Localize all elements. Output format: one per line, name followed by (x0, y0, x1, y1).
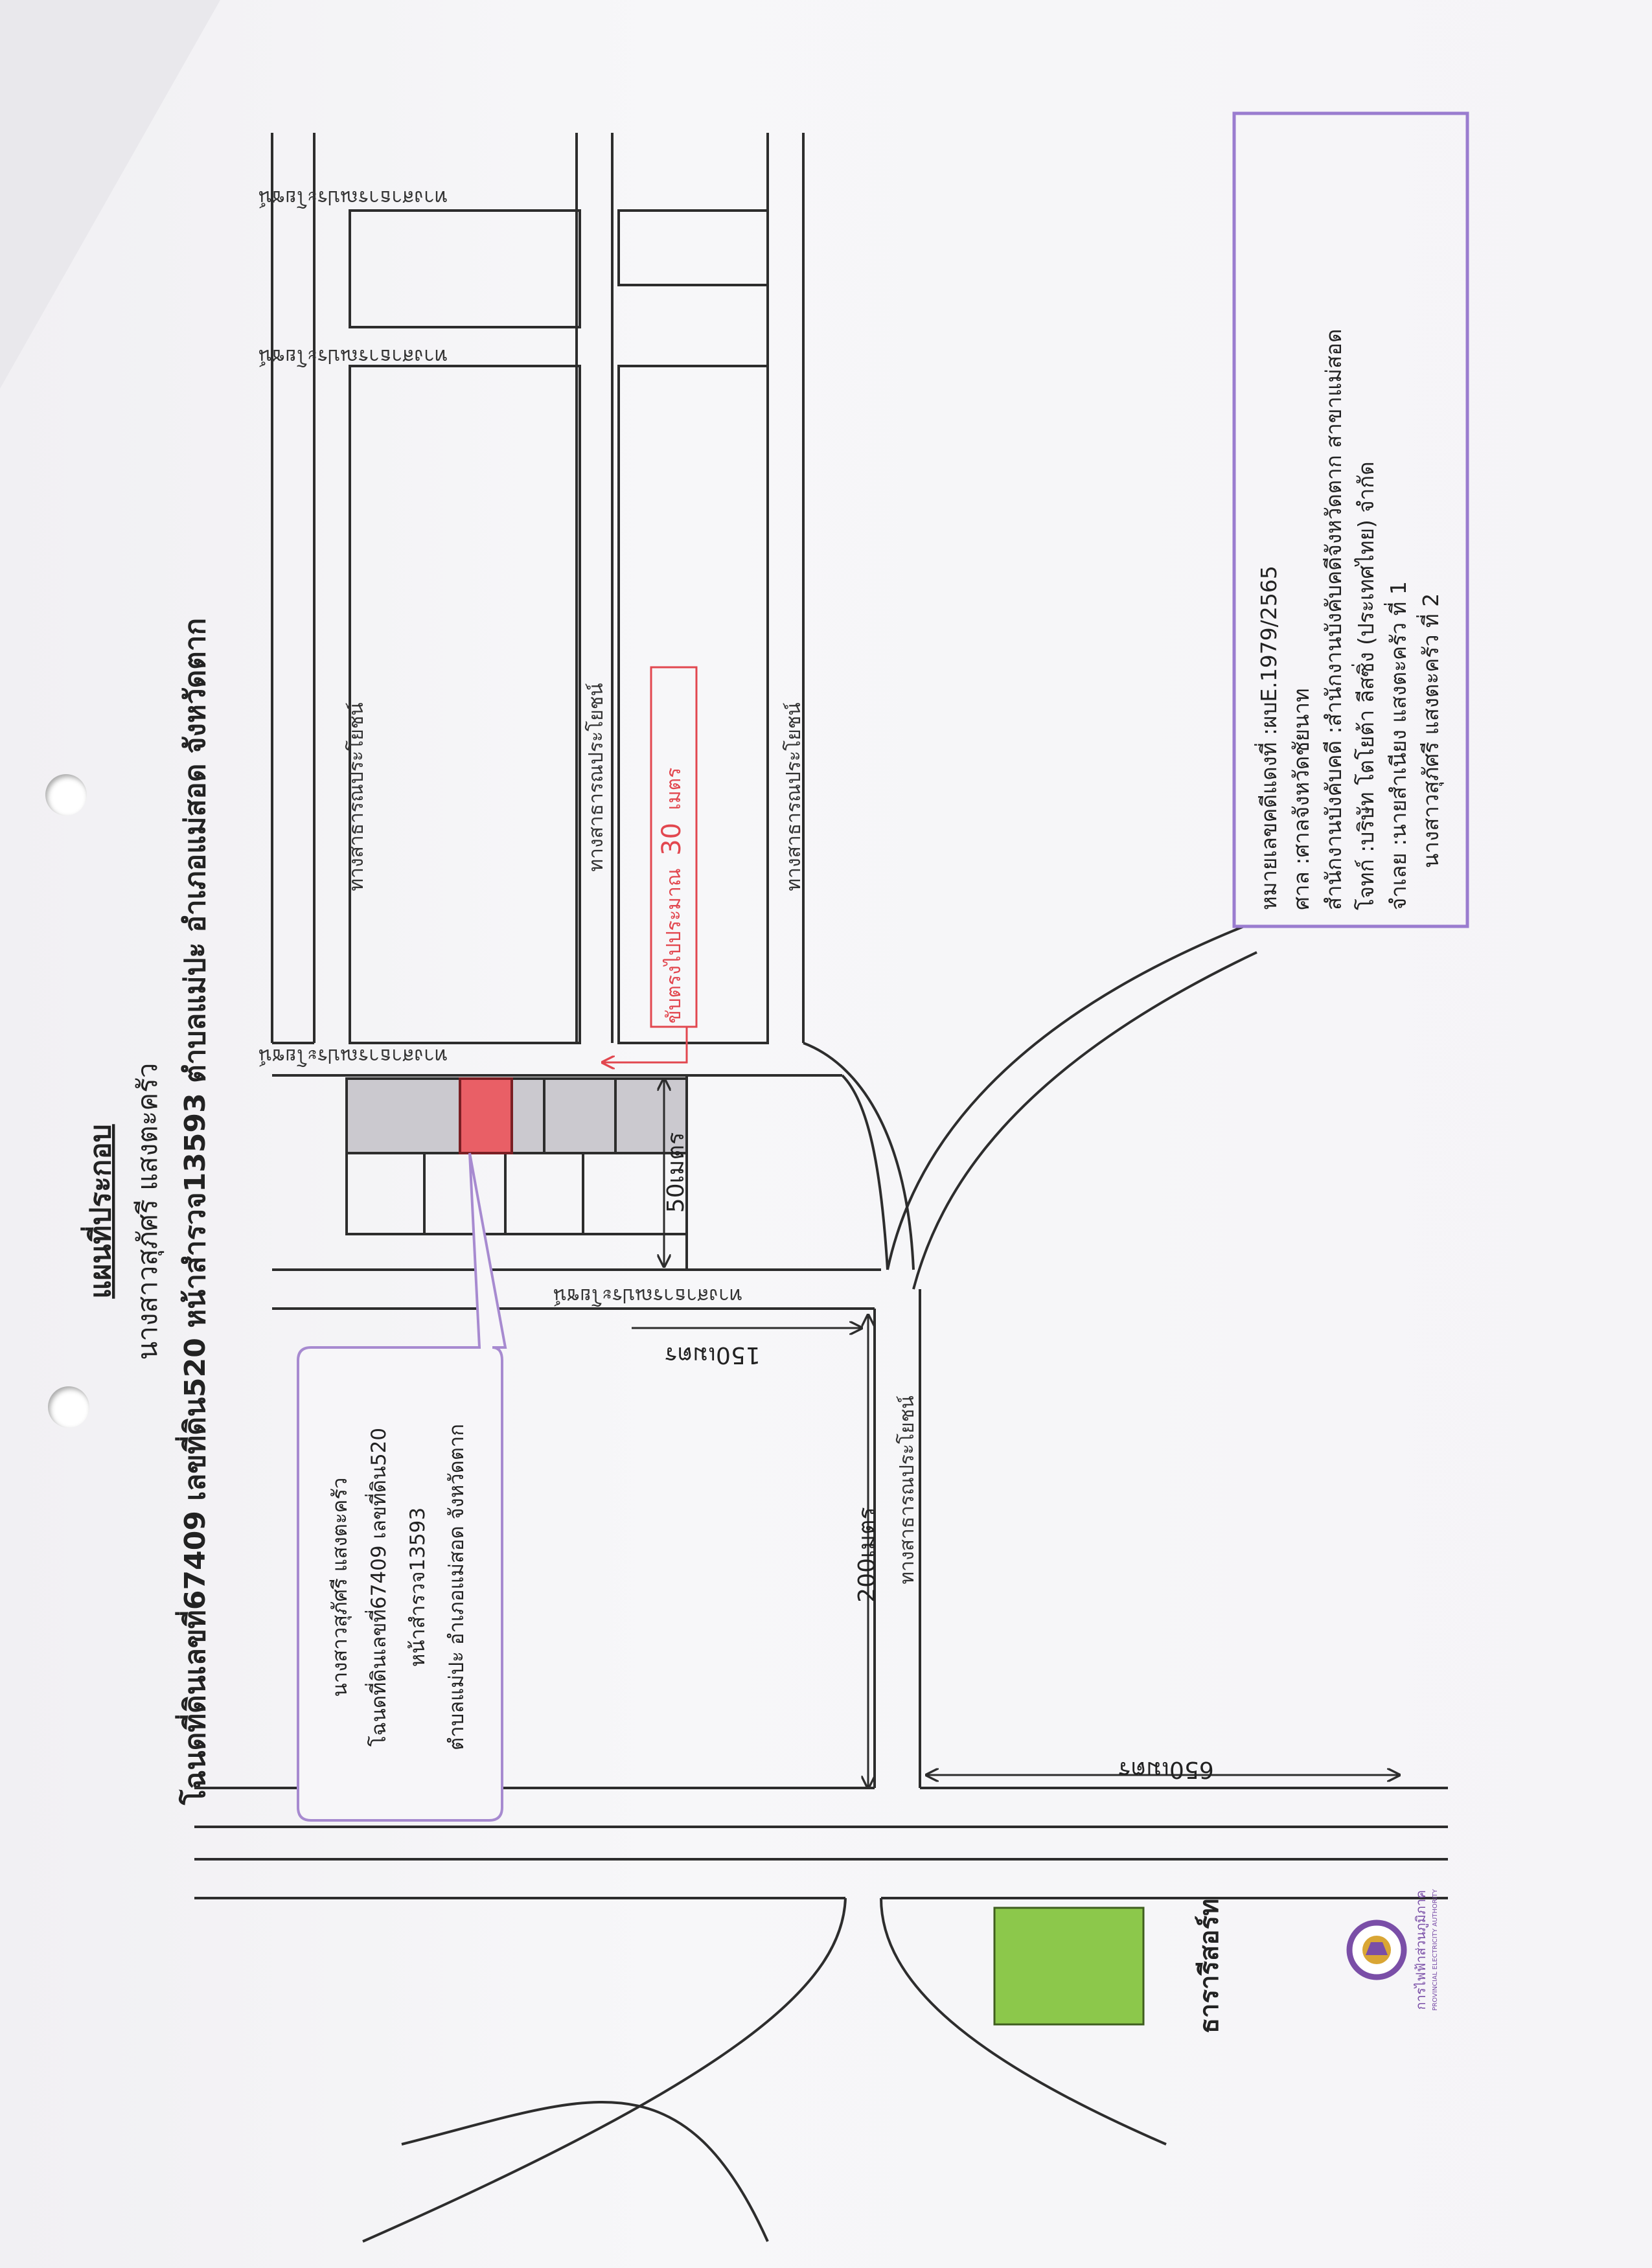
road-label-vertical-2: ทางสาธารณประโยชน์ (584, 683, 608, 871)
case-line-5: จำเลย :นายสำเนียง แสงตะครัว ที่ 1 (1384, 581, 1411, 910)
direction-note-unit: เมตร (663, 768, 685, 810)
road-labels: ทางสาธารณประโยชน์ ทางสาธารณประโยชน์ ทางส… (258, 186, 919, 1585)
direction-note-number: 30 (657, 823, 687, 856)
case-line-1: หมายเลขคดีแดงที่ :ผบE.1979/2565 (1254, 566, 1281, 910)
callout-line-1: นางสาวสุภัศรี แสงตะครัว (328, 1478, 352, 1697)
callout-line-2: โฉนดที่ดินเลขที่67409 เลขที่ดิน520 (365, 1428, 391, 1747)
road-label-block-mid: ทางสาธารณประโยชน์ (258, 1044, 447, 1068)
punch-hole-top (45, 774, 87, 816)
road-label-lower: ทางสาธารณประโยชน์ (553, 1284, 742, 1307)
map-header: แผนที่ประกอบ นางสาวสุภัศรี แสงตะครัว โฉน… (80, 618, 212, 1805)
punch-hole-bottom (48, 1386, 89, 1428)
resort-label: ธารารีสอร์ท (1195, 1899, 1224, 2034)
svg-text:ขับตรงไปประมาณ 30: ขับตรงไปประมาณ 30 เมตร (657, 768, 687, 1024)
case-info-box: หมายเลขคดีแดงที่ :ผบE.1979/2565 ศาล :ศาล… (1232, 111, 1469, 928)
city-blocks (349, 209, 769, 1044)
direction-note: ขับตรงไปประมาณ 30 เมตร (602, 666, 698, 1062)
pea-logo: การไฟฟ้าส่วนภูมิภาค PROVINCIAL ELECTRICI… (1346, 1888, 1439, 2011)
case-line-6: นางสาวสุภัศรี แสงตะครัว ที่ 2 (1416, 593, 1444, 868)
road-label-top-left: ทางสาธารณประโยชน์ (258, 186, 447, 209)
road-label-vertical-4: ทางสาธารณประโยชน์ (895, 1395, 919, 1584)
map-title: แผนที่ประกอบ (80, 1124, 117, 1298)
dimension-arrows (632, 1079, 1399, 1788)
road-lines (194, 133, 1448, 2243)
direction-note-prefix: ขับตรงไปประมาณ (662, 868, 685, 1024)
resort-landmark: ธารารีสอร์ท (993, 1899, 1224, 2034)
road-label-top-right: ทางสาธารณประโยชน์ (258, 345, 447, 368)
pea-logo-name: การไฟฟ้าส่วนภูมิภาค (1413, 1890, 1429, 2010)
callout-line-3: หน้าสำรวจ13593 (406, 1507, 430, 1667)
deed-line: โฉนดที่ดินเลขที่67409 เลขที่ดิน520 หน้าส… (175, 618, 212, 1805)
distance-650m: 650เมตร (1118, 1756, 1213, 1783)
distance-labels: 50เมตร 150เมตร 200เมตร 650เมตร (663, 1132, 1214, 1783)
owner-name: นางสาวสุภัศรี แสงตะครัว (132, 1063, 165, 1360)
case-line-2: ศาล :ศาลจังหวัดชัยนาท (1289, 688, 1314, 910)
road-label-vertical-1: ทางสาธารณประโยชน์ (345, 702, 368, 891)
plot-callout: นางสาวสุภัศรี แสงตะครัว โฉนดที่ดินเลขที่… (297, 1152, 507, 1822)
folded-corner (0, 0, 220, 389)
distance-150m: 150เมตร (665, 1342, 760, 1368)
case-line-3: สำนักงานบังคับคดี :สำนักงานบังคับคดีจังห… (1321, 329, 1346, 910)
distance-200m: 200เมตร (854, 1507, 880, 1602)
road-label-vertical-3: ทางสาธารณประโยชน์ (782, 702, 805, 891)
plot-row (345, 1077, 688, 1235)
subject-plot (459, 1077, 513, 1154)
case-line-4: โจทก์ :บริษัท โตโยต้า ลีสซิ่ง (ประเทศไทย… (1351, 461, 1379, 910)
distance-50m: 50เมตร (663, 1132, 689, 1213)
pea-logo-sub: PROVINCIAL ELECTRICITY AUTHORITY (1432, 1888, 1439, 2011)
callout-line-4: ตำบลแม่ปะ อำเภอแม่สอด จังหวัดตาก (445, 1424, 468, 1750)
